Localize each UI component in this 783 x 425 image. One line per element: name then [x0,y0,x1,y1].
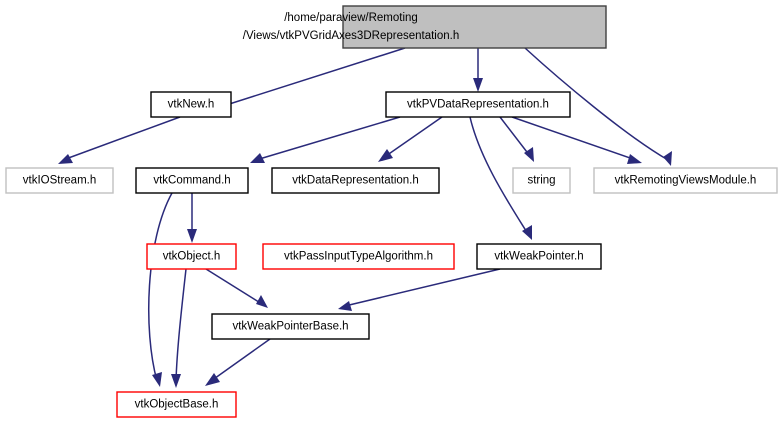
edge-vtkPVDataRepresentation-to-vtkCommand [255,116,401,161]
node-box-vtkIOStream[interactable] [5,167,114,194]
node-vtkPassInputTypeAlgorithm[interactable]: vtkPassInputTypeAlgorithm.h [262,243,455,270]
node-vtkPVDataRepresentation[interactable]: vtkPVDataRepresentation.h [385,91,571,118]
arrowhead-root-to-vtkPVDataRepresentation [473,78,483,92]
node-vtkWeakPointer[interactable]: vtkWeakPointer.h [476,243,602,270]
edge-vtkNew-to-vtkIOStream [62,116,181,161]
arrowhead-vtkWeakPointer-to-vtkWeakPointerBase [338,301,352,311]
node-vtkObject[interactable]: vtkObject.h [146,243,237,270]
nodes-layer: /home/paraview/Remoting/Views/vtkPVGridA… [5,5,778,418]
node-box-string[interactable] [512,167,571,194]
node-box-vtkDataRepresentation[interactable] [271,167,440,194]
node-vtkRemotingViewsModule[interactable]: vtkRemotingViewsModule.h [593,167,778,194]
edge-vtkWeakPointer-to-vtkWeakPointerBase [344,268,501,307]
node-root[interactable]: /home/paraview/Remoting/Views/vtkPVGridA… [243,5,607,49]
node-box-vtkCommand[interactable] [135,167,249,194]
arrowhead-vtkPVDataRepresentation-to-string [524,147,534,162]
arrowhead-vtkPVDataRepresentation-to-vtkRemotingViewsModule [627,154,642,164]
edge-vtkWeakPointerBase-to-vtkObjectBase [210,338,271,382]
edge-vtkCommand-to-vtkObjectBase [147,192,173,382]
arrowhead-vtkCommand-to-vtkObject [187,229,197,243]
node-vtkNew[interactable]: vtkNew.h [150,91,232,118]
node-box-vtkObjectBase[interactable] [116,391,237,418]
node-vtkDataRepresentation[interactable]: vtkDataRepresentation.h [271,167,440,194]
node-vtkWeakPointerBase[interactable]: vtkWeakPointerBase.h [211,313,370,340]
node-string[interactable]: string [512,167,571,194]
edges-layer [58,47,672,388]
arrowhead-vtkPVDataRepresentation-to-vtkWeakPointer [522,225,532,240]
edge-vtkPVDataRepresentation-to-vtkDataRepresentation [382,116,443,159]
edge-vtkObject-to-vtkObjectBase [175,268,187,382]
arrowhead-vtkPVDataRepresentation-to-vtkCommand [250,153,265,163]
arrowhead-vtkObject-to-vtkObjectBase [171,374,181,388]
node-box-vtkPVDataRepresentation[interactable] [385,91,571,118]
node-box-root[interactable] [342,5,607,49]
arrowhead-root-to-vtkRemotingViewsModule [663,151,672,166]
arrowhead-vtkObject-to-vtkWeakPointerBase [256,295,268,308]
node-box-vtkWeakPointer[interactable] [476,243,602,270]
node-vtkCommand[interactable]: vtkCommand.h [135,167,249,194]
edge-vtkObject-to-vtkWeakPointerBase [205,268,263,305]
node-box-vtkWeakPointerBase[interactable] [211,313,370,340]
node-vtkIOStream[interactable]: vtkIOStream.h [5,167,114,194]
node-box-vtkRemotingViewsModule[interactable] [593,167,778,194]
edge-vtkPVDataRepresentation-to-vtkRemotingViewsModule [511,116,637,161]
edge-root-to-vtkRemotingViewsModule [524,47,669,161]
node-box-vtkObject[interactable] [146,243,237,270]
node-vtkObjectBase[interactable]: vtkObjectBase.h [116,391,237,418]
arrowhead-vtkWeakPointerBase-to-vtkObjectBase [205,373,220,386]
arrowhead-vtkCommand-to-vtkObjectBase [152,372,162,387]
node-box-vtkPassInputTypeAlgorithm[interactable] [262,243,455,270]
arrowhead-vtkNew-to-vtkIOStream [58,154,73,164]
node-box-vtkNew[interactable] [150,91,232,118]
arrowhead-vtkPVDataRepresentation-to-vtkDataRepresentation [378,149,393,162]
edge-vtkPVDataRepresentation-to-vtkWeakPointer [469,116,529,235]
edge-vtkPVDataRepresentation-to-string [499,116,531,157]
edge-root-to-vtkNew [197,47,406,115]
